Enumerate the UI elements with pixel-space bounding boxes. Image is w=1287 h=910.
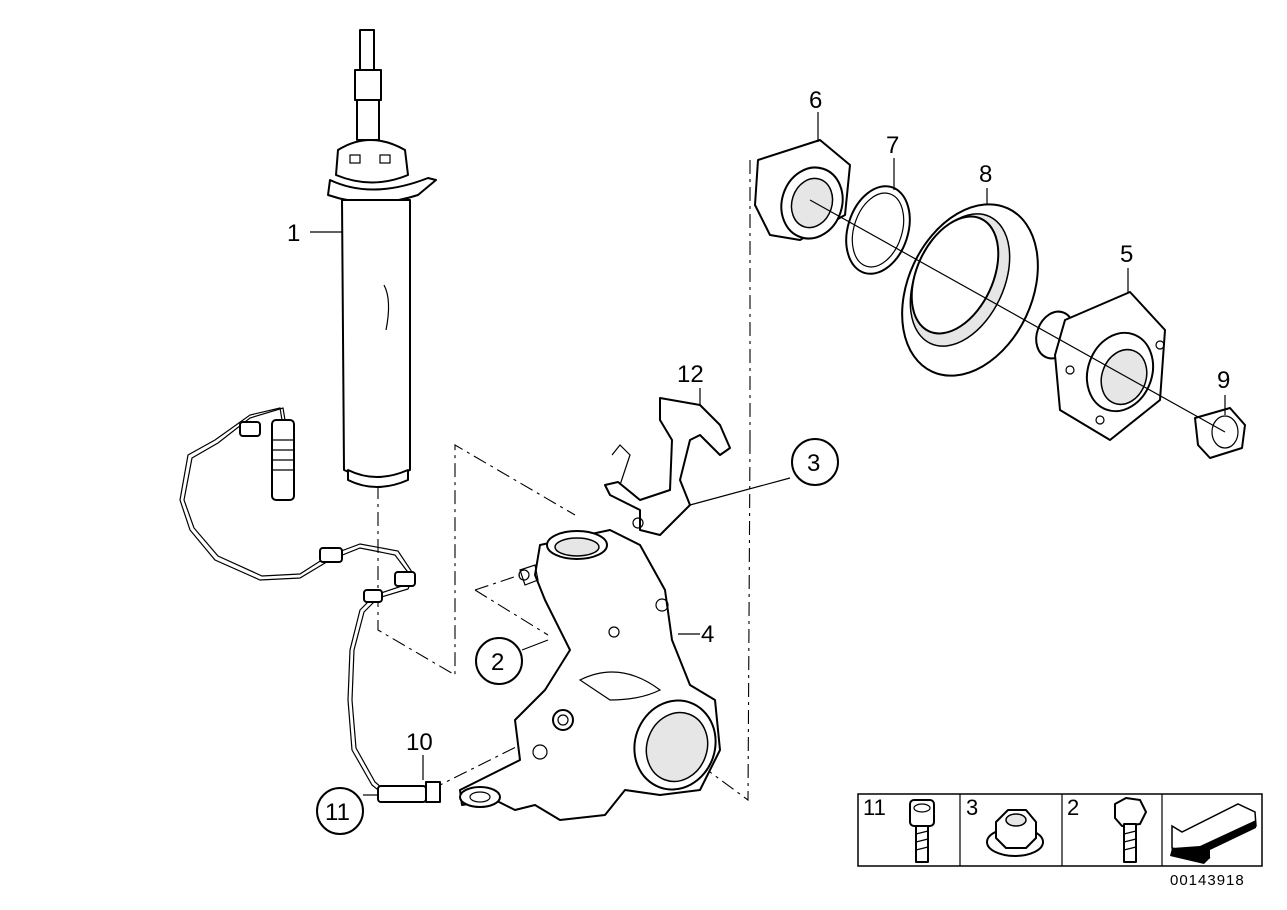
callout-10: 10: [406, 729, 433, 756]
legend-cell-3: 3: [966, 795, 978, 820]
diagram-reference-number: 00143918: [1170, 872, 1245, 889]
callout-12: 12: [677, 361, 704, 388]
brake-hose-bracket[interactable]: [604, 397, 731, 536]
flange-nut-icon: [986, 809, 1044, 857]
direction-arrow-icon: [1170, 803, 1257, 864]
callout-9: 9: [1217, 367, 1230, 394]
wheel-speed-sensor-cable[interactable]: [179, 407, 441, 803]
collar-nut[interactable]: [1194, 407, 1246, 459]
callout-2: 2: [491, 649, 504, 676]
spring-strut[interactable]: [327, 29, 437, 488]
wheel-carrier[interactable]: [459, 529, 728, 821]
legend-table: 11 3 2: [857, 793, 1263, 867]
callout-1: 1: [287, 220, 300, 247]
callout-3: 3: [807, 450, 820, 477]
callout-labels: 1 6 7 8 5 9 12 4 10 3 2 11: [287, 87, 1230, 835]
callout-11-circle: [316, 787, 364, 835]
wheel-bearing[interactable]: [754, 139, 852, 247]
callout-11: 11: [325, 799, 350, 826]
hex-bolt-icon: [1114, 797, 1147, 863]
legend-cell-11: 11: [863, 795, 886, 820]
callout-7: 7: [886, 132, 899, 159]
callout-2-circle: [475, 637, 523, 685]
socket-screw-icon: [909, 799, 935, 863]
wheel-hub[interactable]: [1030, 291, 1166, 441]
callout-3-circle: [791, 438, 839, 486]
callout-4: 4: [701, 621, 714, 648]
callout-8: 8: [979, 161, 992, 188]
circlip[interactable]: [836, 178, 921, 282]
legend-cell-2: 2: [1067, 795, 1079, 820]
leader-lines: [310, 112, 1226, 796]
callout-5: 5: [1120, 241, 1133, 268]
callout-6: 6: [809, 87, 822, 114]
